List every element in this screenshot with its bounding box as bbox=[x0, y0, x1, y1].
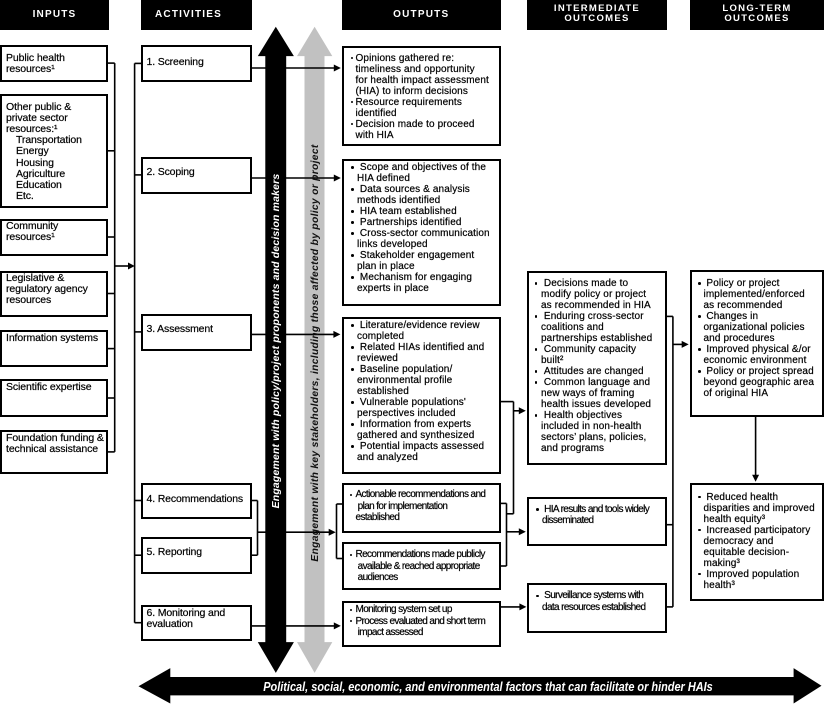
svg-text:Engagement with key stakeholde: Engagement with key stakeholders, includ… bbox=[310, 144, 321, 561]
svg-text:Political, social, economic, a: Political, social, economic, and environ… bbox=[263, 679, 713, 694]
svg-text:Engagement with policy/project: Engagement with policy/project proponent… bbox=[270, 174, 282, 509]
